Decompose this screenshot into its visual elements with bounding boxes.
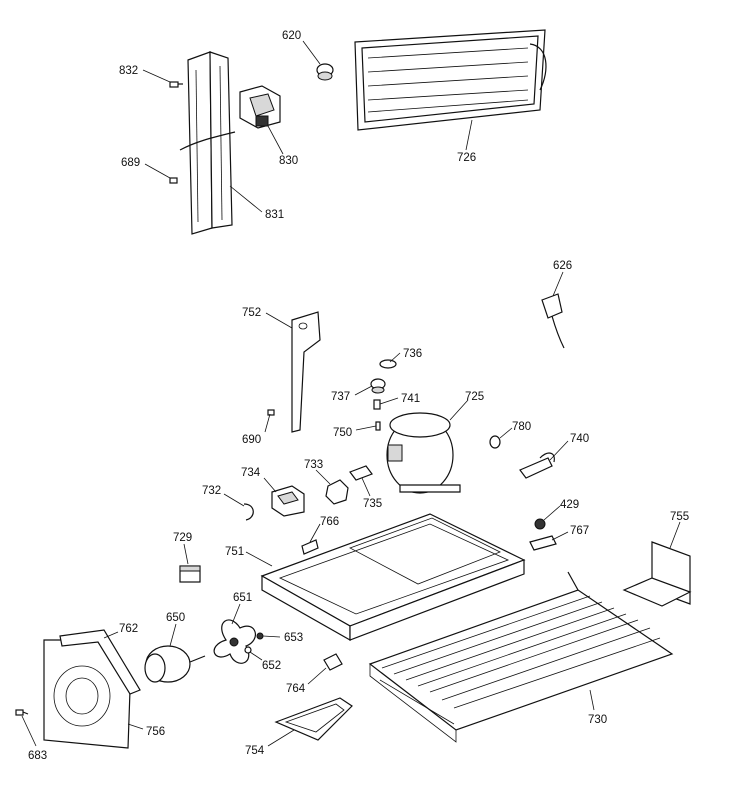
part-690-screw (267, 409, 275, 416)
part-780-clip (489, 435, 501, 449)
part-741-bolt (373, 399, 381, 410)
label-732: 732 (202, 485, 221, 497)
label-740: 740 (570, 433, 589, 445)
part-751-mount-plate (260, 513, 526, 642)
label-754: 754 (245, 745, 265, 757)
label-734: 734 (241, 467, 261, 479)
label-751: 751 (225, 546, 244, 558)
label-653: 653 (284, 632, 303, 644)
label-750: 750 (333, 427, 352, 439)
part-653-nut (256, 632, 264, 640)
label-726: 726 (457, 152, 476, 164)
part-730-condenser (368, 571, 674, 743)
part-740-bracket (519, 452, 555, 479)
part-729-capacitor (179, 565, 201, 583)
part-683-screw (15, 709, 29, 716)
label-626: 626 (553, 260, 572, 272)
label-764: 764 (286, 683, 306, 695)
label-650: 650 (166, 612, 185, 624)
label-762: 762 (119, 623, 138, 635)
part-689-screw (169, 177, 178, 184)
label-735: 735 (363, 498, 382, 510)
part-762-gasket (59, 629, 141, 695)
label-730: 730 (588, 714, 607, 726)
part-755-bracket (622, 541, 692, 607)
part-831-channel-bracket (179, 51, 236, 235)
part-735-overload (349, 465, 373, 481)
part-737-grommet (370, 378, 386, 394)
label-741: 741 (401, 393, 420, 405)
part-650-fan-motor (144, 645, 206, 683)
part-429-grommet (534, 518, 546, 530)
label-429: 429 (560, 499, 579, 511)
leader-lines (21, 40, 681, 747)
label-690: 690 (242, 434, 261, 446)
part-750-bolt (375, 421, 381, 431)
part-764-clip (323, 653, 343, 671)
label-832: 832 (119, 65, 138, 77)
part-766-bracket (301, 539, 319, 555)
label-752: 752 (242, 307, 261, 319)
part-754-drain-pan (274, 697, 353, 741)
part-734-relay-cover (271, 485, 305, 517)
label-767: 767 (570, 525, 589, 537)
part-651-fan-blade (213, 619, 256, 664)
label-766: 766 (320, 516, 339, 528)
part-626-cord (541, 293, 565, 349)
part-732-clip (243, 503, 254, 521)
label-733: 733 (304, 459, 323, 471)
label-756: 756 (146, 726, 165, 738)
label-729: 729 (173, 532, 192, 544)
part-767-bracket (529, 535, 557, 551)
label-831: 831 (265, 209, 284, 221)
label-651: 651 (233, 592, 252, 604)
label-683: 683 (28, 750, 47, 762)
part-726-evaporator (354, 29, 547, 131)
label-755: 755 (670, 511, 689, 523)
label-830: 830 (279, 155, 298, 167)
part-labels: 832 620 689 830 831 726 626 752 736 737 … (28, 30, 689, 762)
part-652-washer (244, 646, 252, 654)
part-832-screw (169, 81, 183, 88)
label-689: 689 (121, 157, 140, 169)
label-736: 736 (403, 348, 422, 360)
part-620-thermostat (316, 63, 334, 81)
part-736-grommet (379, 359, 397, 369)
part-733-relay (325, 479, 349, 505)
part-752-bracket (291, 311, 321, 433)
label-737: 737 (331, 391, 350, 403)
label-620: 620 (282, 30, 301, 42)
part-725-compressor (386, 412, 461, 494)
label-725: 725 (465, 391, 484, 403)
part-830-timer (239, 85, 281, 129)
label-652: 652 (262, 660, 281, 672)
label-780: 780 (512, 421, 531, 433)
